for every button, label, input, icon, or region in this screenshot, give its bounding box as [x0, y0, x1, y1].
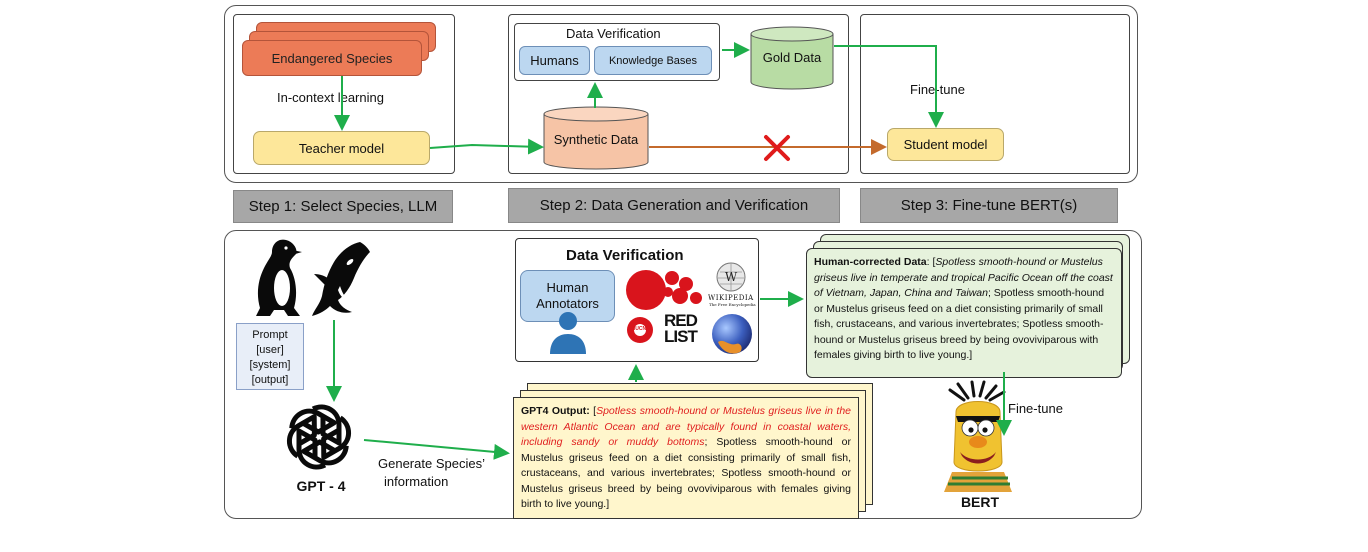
corrected-label: Human-corrected Data [814, 256, 927, 268]
gold-data-label: Gold Data [762, 50, 822, 65]
synthetic-data-cylinder [543, 106, 649, 170]
teacher-model-label: Teacher model [298, 140, 385, 156]
verification-title-top: Data Verification [566, 26, 661, 41]
generate-label-line2: information [384, 474, 449, 489]
annotators-line2: Annotators [536, 296, 599, 311]
penguin-icon [256, 239, 302, 316]
finetune-label-top: Fine-tune [910, 82, 965, 97]
knowledge-bases-box: Knowledge Bases [594, 46, 712, 75]
cross-icon [764, 135, 790, 161]
prompt-title: Prompt [252, 329, 288, 341]
gpt-output-label: GPT4 Output: [521, 405, 590, 417]
knowledge-bases-label: Knowledge Bases [608, 54, 698, 67]
human-corrected-card: Human-corrected Data: [Spotless smooth-h… [806, 248, 1122, 378]
generate-label-line1: Generate Species’ [378, 456, 485, 471]
iucn-label: IUCN [633, 326, 647, 332]
student-model-box: Student model [887, 128, 1004, 161]
gpt-output-rest-text: ; Spotless smooth-hound or Mustelus gris… [521, 436, 851, 510]
bert-label: BERT [960, 494, 1000, 510]
verification-title-bottom: Data Verification [566, 247, 684, 264]
planet-icon [712, 314, 752, 354]
prompt-line-user: [user] [256, 344, 284, 356]
gpt-output-red-text: Spotless smooth-hound or Mustelus griseu… [521, 405, 851, 448]
teacher-model-box: Teacher model [253, 131, 430, 165]
endangered-species-label: Endangered Species [271, 50, 393, 66]
bert-character-icon [944, 380, 1012, 492]
gpt-label: GPT - 4 [296, 478, 346, 494]
step3-label: Step 3: Fine-tune BERT(s) [860, 188, 1118, 223]
icl-label: In-context learning [277, 90, 384, 105]
person-icon [550, 312, 586, 354]
gold-data-cylinder [750, 26, 834, 90]
prompt-line-output: [output] [251, 374, 289, 386]
step2-label: Step 2: Data Generation and Verification [508, 188, 840, 223]
synthetic-data-label: Synthetic Data [553, 132, 639, 147]
finetune-label-bottom: Fine-tune [1008, 401, 1063, 416]
redlist-top-label: RED [664, 311, 698, 330]
gpt-output-card: GPT4 Output: [Spotless smooth-hound or M… [513, 397, 859, 519]
svg-text:W: W [725, 270, 738, 284]
wikipedia-sub: The Free Encyclopedia [709, 302, 756, 307]
openai-logo-icon [286, 404, 352, 470]
annotators-line1: Human [546, 280, 589, 295]
humans-label: Humans [530, 53, 579, 68]
corrected-rest-text: ; Spotless smooth-hound or Mustelus gris… [814, 287, 1105, 361]
prompt-box: Prompt [user] [system] [output] [236, 323, 304, 390]
endangered-species-box: Endangered Species [242, 40, 422, 76]
redlist-bottom-label: LIST [664, 327, 698, 346]
humans-box: Humans [519, 46, 590, 75]
corrected-italic-text: Spotless smooth-hound or Mustelus griseu… [814, 256, 1113, 299]
iucn-redlist-logo [626, 270, 702, 343]
orca-icon [312, 242, 370, 316]
wikipedia-label: WIKIPEDIA [708, 294, 754, 302]
step1-label: Step 1: Select Species, LLM [233, 190, 453, 223]
student-model-label: Student model [903, 137, 988, 152]
prompt-line-system: [system] [249, 359, 291, 371]
generate-label: Generate Species’ information [378, 455, 485, 491]
wikipedia-globe-icon: W [716, 262, 746, 292]
